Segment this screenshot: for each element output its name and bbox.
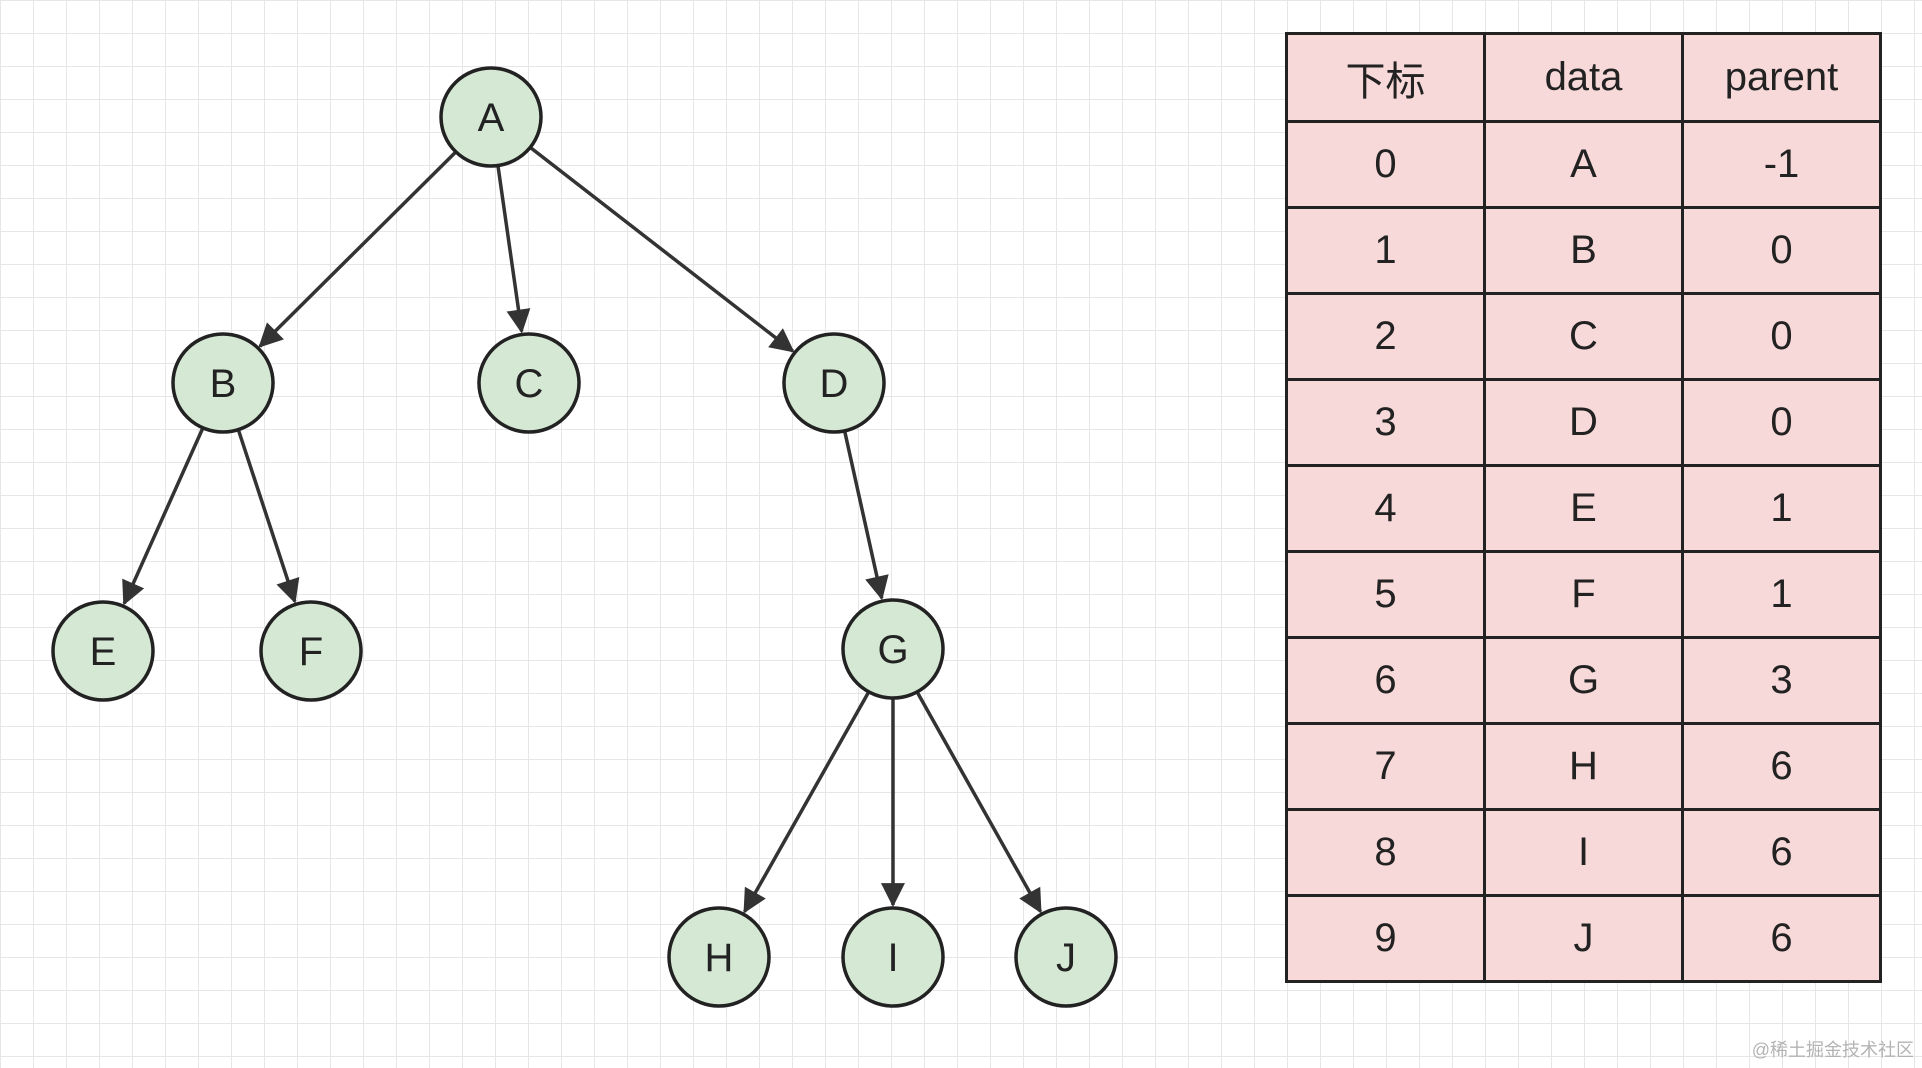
node-label: C (515, 362, 544, 406)
node-label: G (877, 628, 908, 672)
cell-parent: 1 (1681, 550, 1882, 639)
node-circle (841, 598, 945, 700)
cell-data: E (1483, 464, 1684, 553)
node-label: B (210, 362, 237, 406)
edge-G-H (743, 691, 870, 914)
cell-parent: 6 (1681, 894, 1882, 983)
header-parent: parent (1681, 32, 1882, 123)
tree-node-E: E (51, 600, 155, 702)
tree-node-A: A (439, 66, 543, 168)
cell-index: 4 (1285, 464, 1486, 553)
edge-A-D (529, 146, 795, 353)
edge-A-B (258, 150, 457, 348)
edge-D-G (843, 431, 889, 601)
edge-G-J (915, 691, 1043, 914)
nodes-layer: A B C D E F G H I J (51, 66, 1118, 1008)
tree-node-J: J (1014, 906, 1118, 1008)
node-label: J (1056, 936, 1076, 980)
tree-node-F: F (259, 600, 363, 702)
tree-node-D: D (782, 332, 886, 434)
cell-parent: -1 (1681, 120, 1882, 209)
header-data: data (1483, 32, 1684, 123)
node-circle (51, 600, 155, 702)
node-label: E (90, 630, 117, 674)
edges-layer (122, 146, 1043, 914)
cell-index: 3 (1285, 378, 1486, 467)
cell-data: F (1483, 550, 1684, 639)
node-circle (439, 66, 543, 168)
cell-parent: 6 (1681, 722, 1882, 811)
edge-A-C (496, 166, 531, 334)
cell-index: 8 (1285, 808, 1486, 897)
cell-data: I (1483, 808, 1684, 897)
watermark: @稀土掘金技术社区 (1751, 1040, 1914, 1060)
cell-index: 5 (1285, 550, 1486, 639)
header-index: 下标 (1285, 32, 1486, 123)
node-circle (259, 600, 363, 702)
cell-index: 9 (1285, 894, 1486, 983)
tree-node-B: B (171, 332, 275, 434)
tree-node-H: H (667, 906, 771, 1008)
cell-parent: 0 (1681, 206, 1882, 295)
node-label: F (299, 630, 323, 674)
node-label: I (887, 936, 898, 980)
cell-parent: 0 (1681, 378, 1882, 467)
cell-parent: 3 (1681, 636, 1882, 725)
cell-parent: 0 (1681, 292, 1882, 381)
node-circle (1014, 906, 1118, 1008)
cell-index: 0 (1285, 120, 1486, 209)
cell-data: G (1483, 636, 1684, 725)
cell-index: 6 (1285, 636, 1486, 725)
tree-node-C: C (477, 332, 581, 434)
edge-B-E (122, 427, 205, 606)
cell-data: B (1483, 206, 1684, 295)
cell-data: J (1483, 894, 1684, 983)
node-label: D (820, 362, 849, 406)
table-header-row: 下标 data parent (1285, 32, 1882, 123)
cell-index: 2 (1285, 292, 1486, 381)
tree-node-I: I (841, 906, 945, 1008)
cell-index: 7 (1285, 722, 1486, 811)
cell-data: H (1483, 722, 1684, 811)
cell-data: A (1483, 120, 1684, 209)
node-label: H (705, 936, 734, 980)
node-circle (667, 906, 771, 1008)
edge-B-F (236, 429, 300, 604)
cell-data: D (1483, 378, 1684, 467)
node-circle (782, 332, 886, 434)
node-circle (841, 906, 945, 1008)
tree-diagram: A B C D E F G H I J (51, 66, 1118, 1008)
node-label: A (478, 96, 505, 140)
tree-node-G: G (841, 598, 945, 700)
cell-data: C (1483, 292, 1684, 381)
cell-index: 1 (1285, 206, 1486, 295)
node-circle (477, 332, 581, 434)
cell-parent: 6 (1681, 808, 1882, 897)
cell-parent: 1 (1681, 464, 1882, 553)
node-circle (171, 332, 275, 434)
